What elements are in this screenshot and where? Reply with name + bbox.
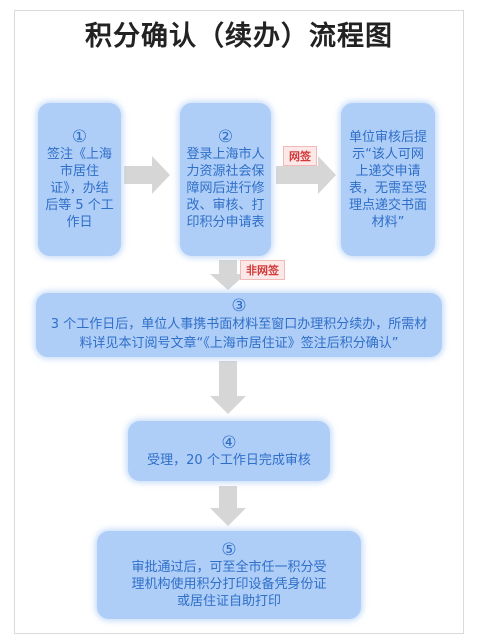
step-2-box: ② 登录上海市人力资源社会保障网后进行修改、审核、打印积分申请表	[180, 103, 271, 256]
step-5-number: ⑤	[221, 539, 237, 560]
step-1-box: ① 签注《上海市居住证》，办结后等 5 个工作日	[38, 103, 121, 256]
step-2-number: ②	[217, 127, 234, 147]
offline-sign-label: 非网签	[240, 260, 285, 280]
online-sign-label: 网签	[283, 146, 317, 166]
step-1-number: ①	[71, 127, 88, 147]
frame-border	[14, 10, 464, 634]
arrow-down-3-4	[210, 361, 246, 414]
step-3-box: ③ 3 个工作日后，单位人事携书面材料至窗口办理积分续办，所需材料详见本订阅号文…	[36, 293, 442, 357]
step-4-box: ④ 受理，20 个工作日完成审核	[128, 421, 330, 481]
step-5-box: ⑤ 审批通过后，可至全市任一积分受理机构使用积分打印设备凭身份证或居住证自助打印	[97, 531, 361, 619]
arrow-right-1-2	[124, 156, 170, 194]
arrow-right-2-review	[276, 156, 336, 194]
review-text: 单位审核后提示“该人可网上递交申请表，无需至受理点递交书面材料”	[348, 129, 427, 230]
step-1-text: 签注《上海市居住证》，办结后等 5 个工作日	[45, 147, 114, 230]
step-5-text: 审批通过后，可至全市任一积分受理机构使用积分打印设备凭身份证或居住证自助打印	[131, 559, 327, 609]
review-box: 单位审核后提示“该人可网上递交申请表，无需至受理点递交书面材料”	[341, 103, 435, 256]
step-2-text: 登录上海市人力资源社会保障网后进行修改、审核、打印积分申请表	[186, 147, 265, 230]
arrow-down-2-3	[210, 260, 246, 290]
step-4-text: 受理，20 个工作日完成审核	[147, 452, 311, 468]
step-4-number: ④	[221, 432, 237, 453]
arrow-down-4-5	[210, 486, 246, 526]
page-title: 积分确认（续办）流程图	[85, 21, 393, 52]
step-3-text: 3 个工作日后，单位人事携书面材料至窗口办理积分续办，所需材料详见本订阅号文章“…	[50, 317, 428, 351]
step-3-number: ③	[231, 296, 247, 316]
